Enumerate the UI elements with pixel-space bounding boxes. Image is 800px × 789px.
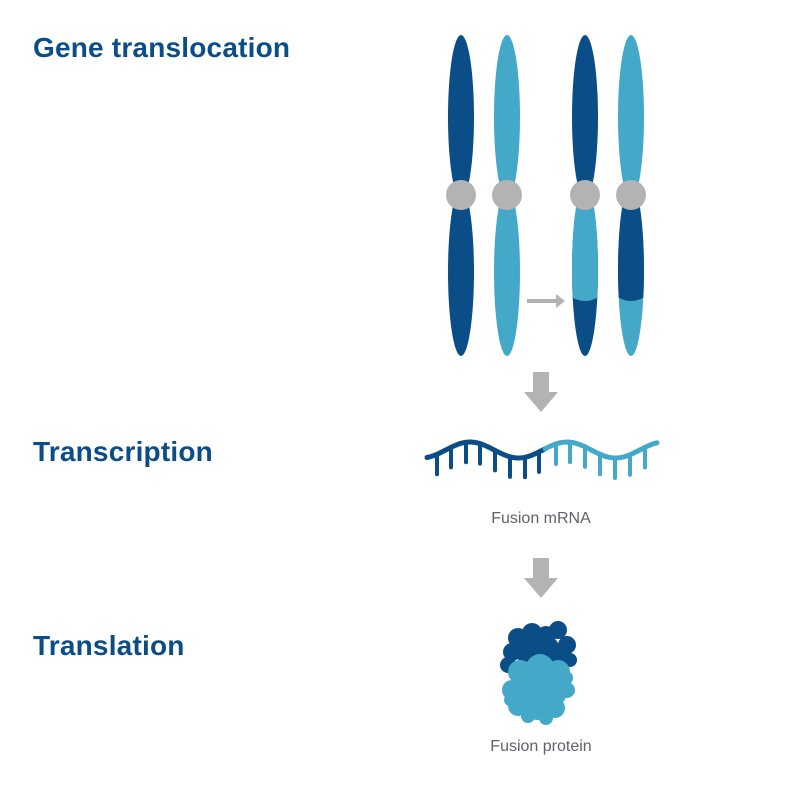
fusion-mrna-strand: [424, 439, 660, 480]
fusion-protein-icon: [500, 621, 577, 725]
centromere: [570, 180, 600, 210]
protein-residue: [559, 682, 575, 698]
heading-translation: Translation: [33, 630, 185, 661]
protein-residue: [549, 621, 567, 639]
protein-residue: [559, 671, 573, 685]
centromere: [616, 180, 646, 210]
fusion-mrna-label: Fusion mRNA: [491, 510, 591, 527]
mrna-backbone: [424, 439, 548, 461]
down-arrow-icon: [524, 372, 558, 412]
translocation-arrow-icon: [527, 294, 565, 308]
chromosome-a-normal: [446, 35, 476, 356]
centromere: [446, 180, 476, 210]
heading-gene-translocation: Gene translocation: [33, 32, 291, 63]
chromosome-a-translocated: [570, 35, 600, 356]
chromosome-b-normal: [492, 35, 522, 356]
protein-residue: [504, 694, 516, 706]
protein-residue: [539, 711, 553, 725]
chromosome-b-translocated: [616, 35, 646, 356]
down-arrow-icon: [524, 558, 558, 598]
heading-transcription: Transcription: [33, 436, 213, 467]
centromere: [492, 180, 522, 210]
protein-residue: [521, 709, 535, 723]
fusion-protein-label: Fusion protein: [490, 738, 592, 755]
protein-residue: [563, 653, 577, 667]
